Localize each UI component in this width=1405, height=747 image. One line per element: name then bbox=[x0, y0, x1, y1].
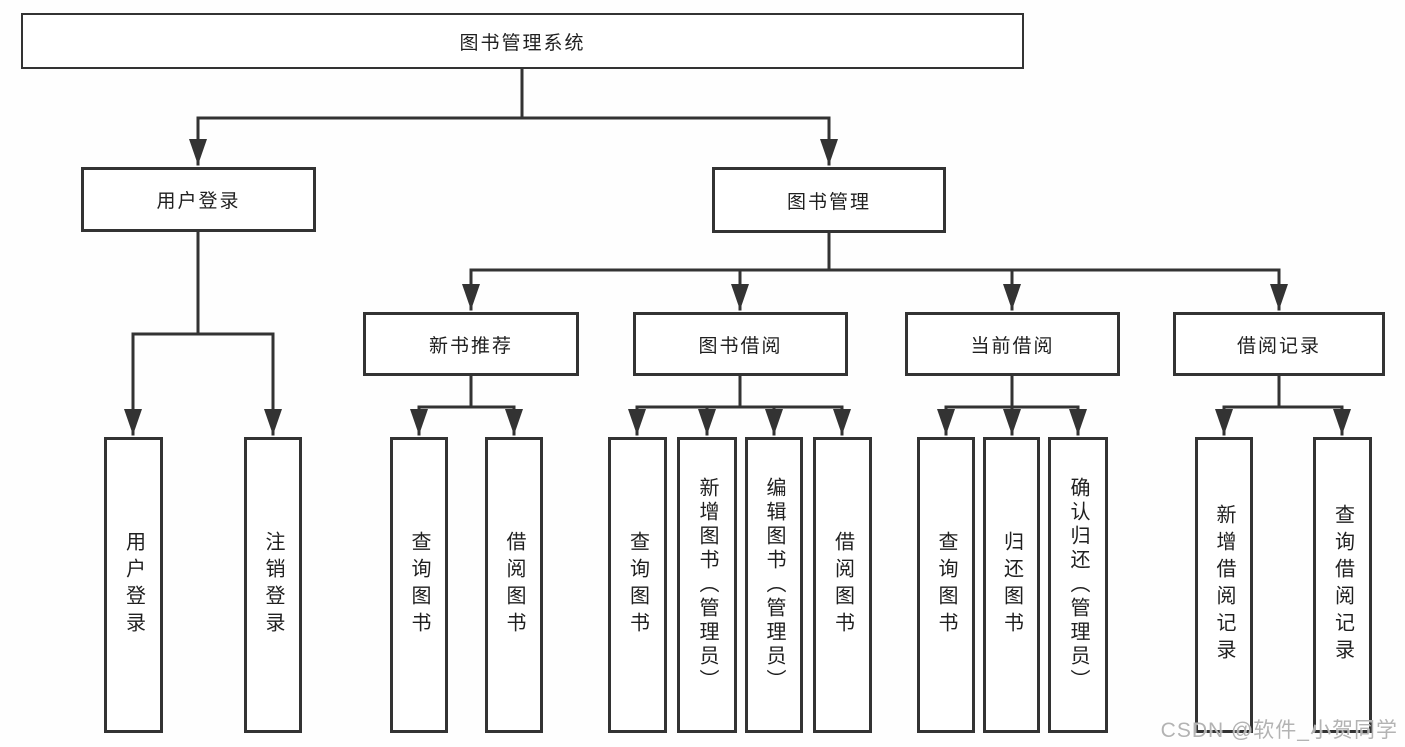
node-new-book-recommend-label: 新书推荐 bbox=[428, 335, 513, 357]
node-current-borrow-label: 当前借阅 bbox=[970, 335, 1055, 357]
leaf-cb-return-books-label: 归还图书 bbox=[1000, 531, 1023, 639]
node-user-login: 用户登录 bbox=[81, 167, 316, 232]
node-root: 图书管理系统 bbox=[21, 13, 1024, 69]
leaf-user-login: 用户登录 bbox=[104, 437, 163, 733]
leaf-cb-query-books: 查询图书 bbox=[917, 437, 975, 733]
leaf-bb-query-books-label: 查询图书 bbox=[626, 531, 649, 639]
node-borrow-records-label: 借阅记录 bbox=[1236, 335, 1321, 357]
node-root-label: 图书管理系统 bbox=[459, 32, 586, 54]
node-borrow-records: 借阅记录 bbox=[1173, 312, 1385, 376]
leaf-nb-borrow-books-label: 借阅图书 bbox=[503, 531, 525, 639]
node-book-management: 图书管理 bbox=[712, 167, 946, 233]
leaf-bb-edit-books-admin-label: 编辑图书（管理员） bbox=[763, 477, 785, 693]
leaf-nb-query-books: 查询图书 bbox=[390, 437, 448, 733]
node-book-borrow-label: 图书借阅 bbox=[698, 335, 783, 357]
leaf-bb-add-books-admin: 新增图书（管理员） bbox=[677, 437, 737, 733]
leaf-nb-borrow-books: 借阅图书 bbox=[485, 437, 543, 733]
leaf-br-add-record-label: 新增借阅记录 bbox=[1213, 504, 1235, 666]
leaf-logout-label: 注销登录 bbox=[262, 531, 284, 639]
node-current-borrow: 当前借阅 bbox=[905, 312, 1120, 376]
leaf-br-add-record: 新增借阅记录 bbox=[1195, 437, 1253, 733]
node-new-book-recommend: 新书推荐 bbox=[363, 312, 579, 376]
watermark: CSDN @软件_小贺同学 bbox=[1160, 719, 1398, 742]
node-book-borrow: 图书借阅 bbox=[633, 312, 848, 376]
leaf-cb-confirm-return-admin-label: 确认归还（管理员） bbox=[1067, 477, 1089, 693]
leaf-bb-borrow-books-label: 借阅图书 bbox=[831, 531, 854, 639]
leaf-nb-query-books-label: 查询图书 bbox=[408, 531, 430, 639]
leaf-logout: 注销登录 bbox=[244, 437, 302, 733]
leaf-user-login-label: 用户登录 bbox=[122, 531, 145, 639]
leaf-br-query-record-label: 查询借阅记录 bbox=[1331, 504, 1354, 666]
node-book-management-label: 图书管理 bbox=[786, 191, 871, 213]
node-user-login-label: 用户登录 bbox=[156, 191, 241, 212]
leaf-bb-borrow-books: 借阅图书 bbox=[813, 437, 872, 733]
leaf-bb-edit-books-admin: 编辑图书（管理员） bbox=[745, 437, 803, 733]
leaf-cb-confirm-return-admin: 确认归还（管理员） bbox=[1048, 437, 1108, 733]
leaf-cb-query-books-label: 查询图书 bbox=[935, 531, 957, 639]
leaf-cb-return-books: 归还图书 bbox=[983, 437, 1040, 733]
leaf-bb-add-books-admin-label: 新增图书（管理员） bbox=[696, 477, 718, 693]
leaf-bb-query-books: 查询图书 bbox=[608, 437, 667, 733]
leaf-br-query-record: 查询借阅记录 bbox=[1313, 437, 1372, 733]
